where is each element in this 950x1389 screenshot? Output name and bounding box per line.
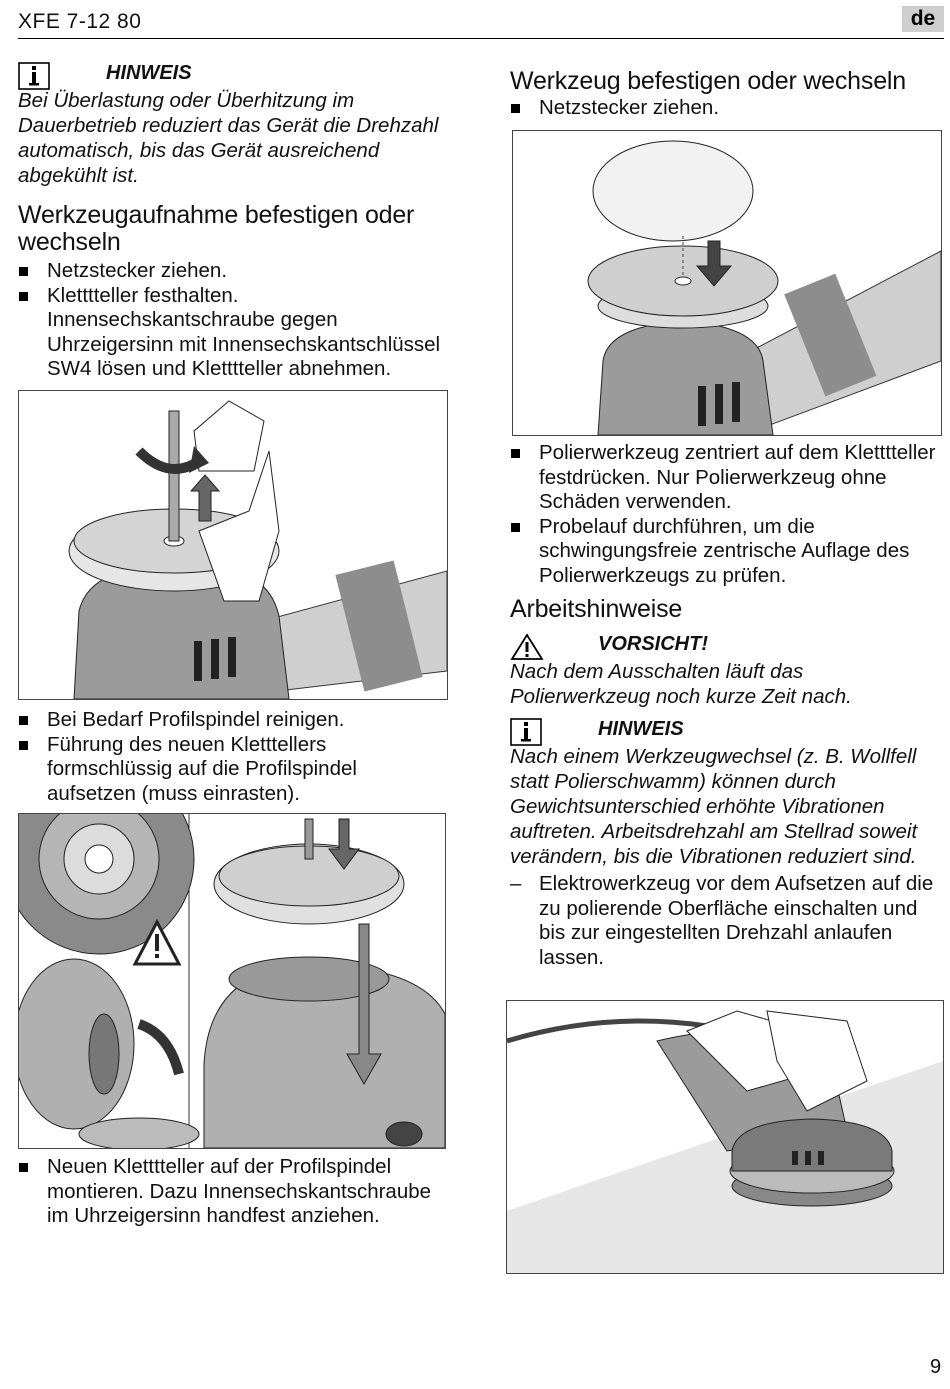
dash-list: Elektrowerkzeug vor dem Aufsetzen auf di… bbox=[510, 872, 942, 970]
notice-text: Bei Überlastung oder Überhitzung im Daue… bbox=[18, 89, 439, 187]
bullet-list: Netzstecker ziehen. bbox=[510, 96, 942, 121]
caution-title: VORSICHT! bbox=[598, 633, 708, 655]
section-heading: Arbeitshinweise bbox=[510, 595, 683, 623]
bullets-clean-spindle: Bei Bedarf Profilspindel reinigen. Führu… bbox=[18, 708, 448, 806]
illustration-polishing bbox=[506, 1000, 944, 1274]
list-item: Neuen Kletttteller auf der Profilspindel… bbox=[18, 1155, 448, 1229]
section-heading: Werkzeug befestigen oder wechseln bbox=[510, 67, 906, 95]
bullet-list: Neuen Kletttteller auf der Profilspindel… bbox=[18, 1155, 448, 1229]
bullet-list: Polierwerkzeug zentriert auf dem Kletttt… bbox=[510, 441, 942, 588]
bullet-list: Bei Bedarf Profilspindel reinigen. Führu… bbox=[18, 708, 448, 806]
info-icon bbox=[18, 62, 50, 90]
list-item: Bei Bedarf Profilspindel reinigen. bbox=[18, 708, 448, 733]
header-divider bbox=[18, 38, 944, 39]
illustration-mount-pad bbox=[18, 813, 446, 1149]
list-item: Elektrowerkzeug vor dem Aufsetzen auf di… bbox=[510, 872, 942, 970]
info-icon bbox=[510, 718, 542, 746]
section-tool-holder: Werkzeugaufnahme befestigen oder wechsel… bbox=[18, 202, 448, 382]
notice-title: HINWEIS bbox=[106, 62, 192, 84]
illustration-polishing-drawing bbox=[507, 1001, 943, 1273]
document-title: XFE 7-12 80 bbox=[18, 10, 142, 33]
list-item: Führung des neuen Kletttellers formschlü… bbox=[18, 733, 448, 807]
page-number: 9 bbox=[930, 1356, 942, 1378]
illustration-remove-pad bbox=[18, 390, 448, 700]
illustration-mount-pad-drawing bbox=[19, 814, 445, 1148]
notice-title: HINWEIS bbox=[598, 718, 684, 740]
section-heading: Werkzeugaufnahme befestigen oder wechsel… bbox=[18, 201, 415, 256]
language-badge: de bbox=[902, 6, 944, 32]
list-item: Probelauf durchführen, um die schwingung… bbox=[510, 515, 942, 589]
bullets-polisher: Polierwerkzeug zentriert auf dem Kletttt… bbox=[510, 441, 942, 588]
notice-box-overload: HINWEIS Bei Überlastung oder Überhitzung… bbox=[18, 60, 448, 188]
caution-text: Nach dem Ausschalten läuft das Polierwer… bbox=[510, 660, 852, 708]
notice-box-vibration: HINWEIS Nach einem Werkzeugwechsel (z. B… bbox=[510, 716, 942, 970]
section-work-notes: Arbeitshinweise bbox=[510, 596, 942, 623]
list-item: Kletttteller festhalten. Innensechskants… bbox=[18, 284, 448, 382]
list-item: Polierwerkzeug zentriert auf dem Kletttt… bbox=[510, 441, 942, 515]
list-item: Netzstecker ziehen. bbox=[18, 259, 448, 284]
caution-box: VORSICHT! Nach dem Ausschalten läuft das… bbox=[510, 631, 942, 709]
illustration-remove-pad-drawing bbox=[19, 391, 447, 699]
warning-triangle-icon bbox=[510, 633, 544, 660]
list-item: Netzstecker ziehen. bbox=[510, 96, 942, 121]
notice-text: Nach einem Werkzeugwechsel (z. B. Wollfe… bbox=[510, 745, 918, 868]
bullets-mount-new-pad: Neuen Kletttteller auf der Profilspindel… bbox=[18, 1155, 448, 1229]
illustration-attach-polisher-drawing bbox=[513, 131, 941, 435]
bullet-list: Netzstecker ziehen. Kletttteller festhal… bbox=[18, 259, 448, 382]
illustration-attach-polisher bbox=[512, 130, 942, 436]
section-tool-change: Werkzeug befestigen oder wechseln Netzst… bbox=[510, 68, 942, 121]
